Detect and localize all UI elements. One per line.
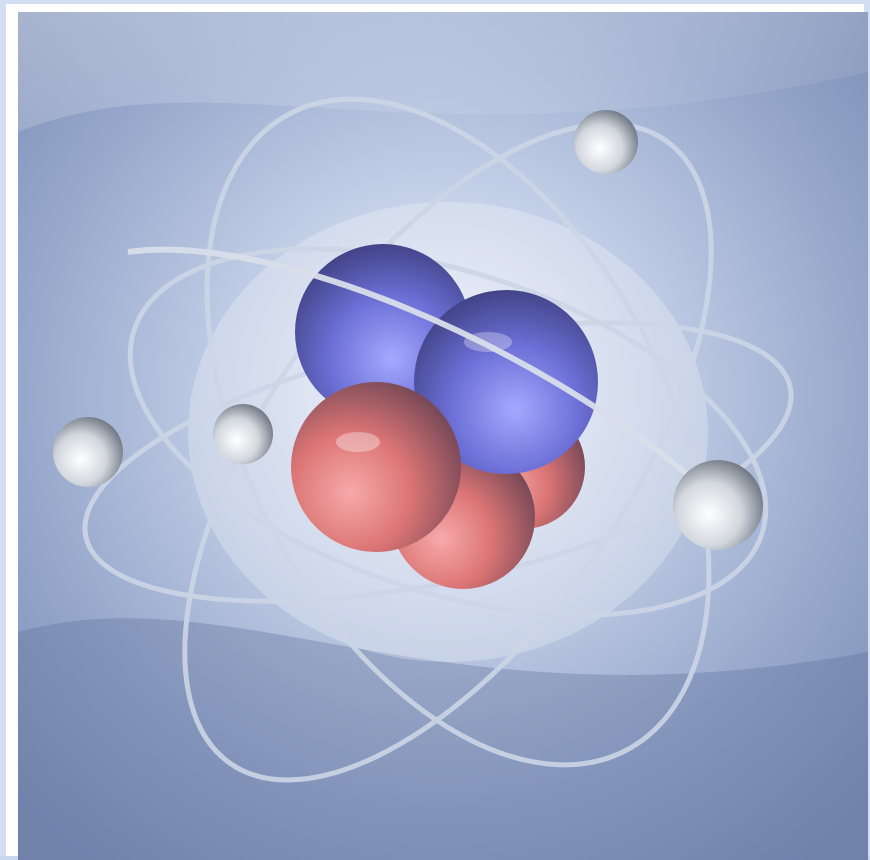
electron-sphere — [53, 417, 123, 487]
proton-sphere — [291, 382, 461, 552]
electron-sphere — [574, 110, 638, 174]
electron-sphere — [213, 404, 273, 464]
electrons — [53, 110, 763, 550]
electron-sphere — [673, 460, 763, 550]
neutron-sphere — [414, 290, 598, 474]
highlight — [336, 432, 380, 452]
orbit-ring — [127, 246, 769, 618]
orbit-ring-front — [127, 246, 710, 495]
background-shadow — [18, 618, 868, 860]
atom-svg — [18, 12, 868, 860]
orbit-ring — [204, 96, 712, 768]
atom-illustration — [18, 12, 868, 860]
background-wave — [18, 12, 868, 132]
nucleus — [291, 244, 598, 589]
